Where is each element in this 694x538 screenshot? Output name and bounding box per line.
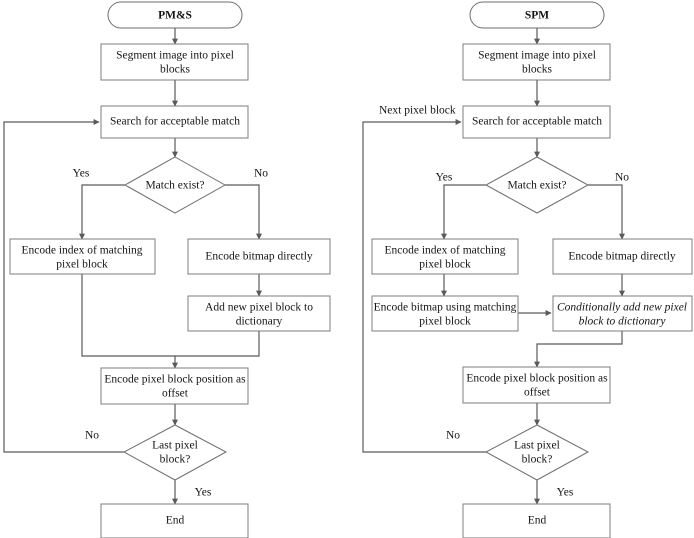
spm-encode-offset-label-line1: Encode pixel block position as xyxy=(466,373,608,385)
spm-start-label: SPM xyxy=(525,10,549,22)
pms-search-label: Search for acceptable match xyxy=(110,116,240,128)
spm-last-decision-label-line2: block? xyxy=(522,454,553,466)
pms-node-end[interactable]: End xyxy=(100,503,249,538)
spm-node-last-decision[interactable]: Last pixel block? xyxy=(484,424,590,481)
edge-last-no-loop-to-search xyxy=(362,119,486,453)
pms-edge-label-last-no: No xyxy=(85,430,99,442)
pms-match-decision-label: Match exist? xyxy=(145,180,204,192)
process-shape xyxy=(552,238,693,275)
decision-shape xyxy=(123,156,227,214)
pms-segment-label-line1: Segment image into pixel xyxy=(116,50,234,62)
spm-encode-bitmap-label: Encode bitmap directly xyxy=(568,251,676,263)
pms-node-segment[interactable]: Segment image into pixel blocks xyxy=(100,43,249,81)
process-shape xyxy=(371,238,519,275)
pms-add-block-label-line2: dictionary xyxy=(236,316,283,328)
spm-edge-label-match-no: No xyxy=(615,172,629,184)
pms-node-encode-bitmap[interactable]: Encode bitmap directly xyxy=(187,238,331,275)
pms-add-block-label-line1: Add new pixel block to xyxy=(205,302,313,314)
decision-shape xyxy=(484,424,590,481)
process-shape xyxy=(100,43,249,81)
spm-node-start[interactable]: SPM xyxy=(469,1,605,29)
pms-encode-index-label-line2: pixel block xyxy=(56,259,108,271)
pms-segment-label-line2: blocks xyxy=(160,64,191,76)
flowchart-spm: SPM Segment image into pixel blocks Sear… xyxy=(362,1,693,538)
spm-node-encode-offset[interactable]: Encode pixel block position as offset xyxy=(462,366,611,404)
spm-match-decision-label: Match exist? xyxy=(507,180,566,192)
edge-match-yes-to-encode-index xyxy=(79,184,125,240)
flowchart-pms: PM&S Segment image into pixel blocks Sea… xyxy=(3,1,331,538)
decision-shape xyxy=(484,156,590,214)
spm-encode-using-match-label-line2: pixel block xyxy=(419,316,471,328)
pms-last-decision-label-line1: Last pixel xyxy=(152,440,198,452)
spm-node-segment[interactable]: Segment image into pixel blocks xyxy=(462,43,611,81)
process-shape xyxy=(100,105,249,139)
decision-shape xyxy=(122,424,228,481)
spm-end-label: End xyxy=(528,515,547,527)
edge-match-no-to-encode-bitmap xyxy=(225,184,262,240)
pms-node-encode-offset[interactable]: Encode pixel block position as offset xyxy=(100,367,249,405)
process-shape xyxy=(462,105,611,139)
spm-segment-label-line1: Segment image into pixel xyxy=(478,50,596,62)
spm-connectors xyxy=(362,28,625,505)
pms-end-label: End xyxy=(166,515,185,527)
edge-match-yes-to-encode-index xyxy=(441,184,486,240)
spm-node-encode-index[interactable]: Encode index of matching pixel block xyxy=(371,238,519,275)
process-shape xyxy=(187,238,331,275)
pms-node-last-decision[interactable]: Last pixel block? xyxy=(122,424,228,481)
process-shape xyxy=(100,503,249,538)
process-shape xyxy=(462,43,611,81)
spm-node-match-decision[interactable]: Match exist? xyxy=(484,156,590,214)
pms-encode-offset-label-line1: Encode pixel block position as xyxy=(104,374,246,386)
spm-segment-label-line2: blocks xyxy=(522,64,553,76)
spm-edge-label-match-yes: Yes xyxy=(436,172,453,184)
pms-start-label: PM&S xyxy=(158,10,192,22)
spm-node-end[interactable]: End xyxy=(462,503,611,538)
process-shape xyxy=(462,366,611,404)
spm-node-cond-add-block[interactable]: Conditionally add new pixel block to dic… xyxy=(552,295,693,332)
spm-search-label: Search for acceptable match xyxy=(472,116,602,128)
pms-last-decision-label-line2: block? xyxy=(160,454,191,466)
pms-edge-label-match-yes: Yes xyxy=(73,168,90,180)
pms-connectors xyxy=(3,28,262,505)
pms-node-search[interactable]: Search for acceptable match xyxy=(100,105,249,139)
spm-encode-index-label-line1: Encode index of matching xyxy=(384,245,505,257)
pms-edge-label-last-yes: Yes xyxy=(195,487,212,499)
pms-edge-label-match-no: No xyxy=(254,168,268,180)
edge-encode-index-to-offset xyxy=(81,273,178,369)
spm-node-encode-bitmap[interactable]: Encode bitmap directly xyxy=(552,238,693,275)
spm-encode-offset-label-line2: offset xyxy=(524,387,551,399)
spm-edge-label-last-no: No xyxy=(446,430,460,442)
terminator-shape xyxy=(469,1,605,29)
process-shape xyxy=(552,295,693,332)
spm-last-decision-label-line1: Last pixel xyxy=(514,440,560,452)
spm-node-search[interactable]: Search for acceptable match xyxy=(462,105,611,139)
edge-cond-add-to-offset xyxy=(534,331,623,368)
spm-encode-using-match-label-line1: Encode bitmap using matching xyxy=(374,302,517,314)
process-shape xyxy=(100,367,249,405)
spm-edge-label-last-yes: Yes xyxy=(557,487,574,499)
pms-node-add-block[interactable]: Add new pixel block to dictionary xyxy=(187,295,331,332)
spm-encode-index-label-line2: pixel block xyxy=(419,259,471,271)
edge-add-block-to-offset xyxy=(175,331,260,357)
spm-cond-add-block-label-line1: Conditionally add new pixel xyxy=(557,302,687,314)
edge-match-no-to-encode-bitmap xyxy=(588,184,625,240)
spm-edge-label-next-pixel-block: Next pixel block xyxy=(379,105,456,117)
pms-encode-index-label-line1: Encode index of matching xyxy=(21,245,142,257)
process-shape xyxy=(187,295,331,332)
pms-node-start[interactable]: PM&S xyxy=(107,1,243,29)
terminator-shape xyxy=(107,1,243,29)
pms-encode-bitmap-label: Encode bitmap directly xyxy=(205,251,313,263)
edge-last-no-loop-to-search xyxy=(3,119,124,453)
spm-cond-add-block-label-line2: block to dictionary xyxy=(579,316,667,328)
spm-node-encode-using-match[interactable]: Encode bitmap using matching pixel block xyxy=(371,295,519,332)
pms-node-encode-index[interactable]: Encode index of matching pixel block xyxy=(9,238,156,275)
pms-node-match-decision[interactable]: Match exist? xyxy=(123,156,227,214)
process-shape xyxy=(9,238,156,275)
process-shape xyxy=(462,503,611,538)
pms-encode-offset-label-line2: offset xyxy=(162,388,189,400)
process-shape xyxy=(371,295,519,332)
